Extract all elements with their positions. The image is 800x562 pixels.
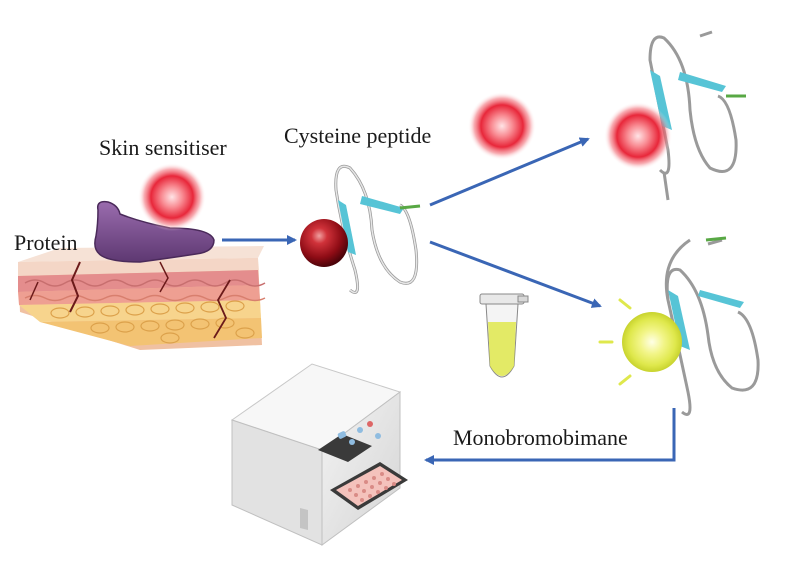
- arrow-to-labelled-peptide: [429, 240, 602, 308]
- arrow-to-adduct: [429, 137, 590, 207]
- protein-blob-icon: [94, 200, 215, 263]
- arrow-to-plate-reader: [424, 408, 676, 465]
- skin-illustration-icon: [18, 246, 266, 350]
- sensitiser-sphere-icon: [138, 163, 206, 231]
- adduct-red-sphere-icon: [604, 102, 672, 170]
- cysteine-peptide-ribbon-icon: [334, 164, 421, 294]
- monobromobimane-label: Monobromobimane: [453, 425, 628, 450]
- yellow-sphere-icon: [622, 312, 682, 372]
- skin-sensitiser-label: Skin sensitiser: [99, 135, 227, 160]
- labelled-peptide-ribbon-icon: [664, 236, 760, 416]
- microcentrifuge-tube-icon: [479, 293, 529, 378]
- fluorescence-rays-icon: [598, 298, 632, 386]
- free-sensitiser-sphere-icon: [468, 92, 536, 160]
- plate-reader-icon: [230, 363, 408, 546]
- cysteine-peptide-label: Cysteine peptide: [284, 123, 432, 148]
- protein-label: Protein: [14, 230, 78, 255]
- dark-red-sphere-icon: [300, 219, 348, 267]
